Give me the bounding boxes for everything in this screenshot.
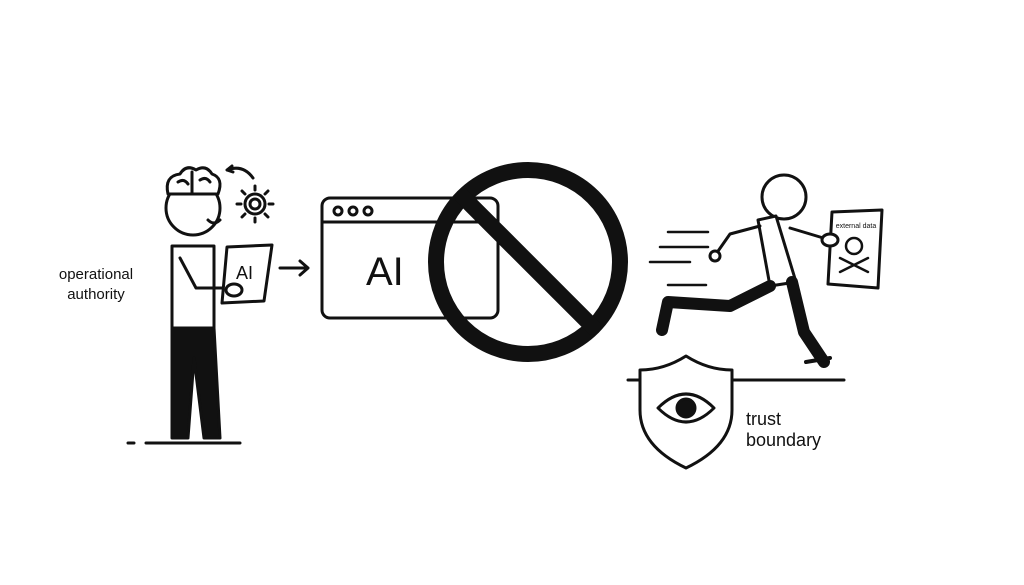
- prohibited-icon: [428, 162, 628, 362]
- operational-authority-label-2: authority: [67, 286, 125, 303]
- external-data-label: external data: [836, 223, 877, 230]
- brain-icon: [165, 166, 222, 196]
- shield-eye-icon: [638, 354, 734, 470]
- skull-crossbones-icon: [838, 236, 870, 274]
- gear-icon: [235, 184, 275, 224]
- window-ai-label: AI: [366, 250, 404, 294]
- trust-boundary-label-1: trust: [746, 409, 781, 429]
- operator-figure: AI: [126, 164, 275, 445]
- external-data-document: external data: [826, 208, 884, 290]
- ai-browser-window: AI: [320, 196, 500, 320]
- cycle-arrow-icon: [225, 164, 255, 180]
- operational-authority-label-1: operational: [59, 266, 133, 283]
- trust-boundary-label-2: boundary: [746, 430, 821, 450]
- tablet-label: AI: [236, 263, 253, 283]
- running-figure: external data: [648, 173, 884, 368]
- arrow-right-icon: [278, 259, 310, 277]
